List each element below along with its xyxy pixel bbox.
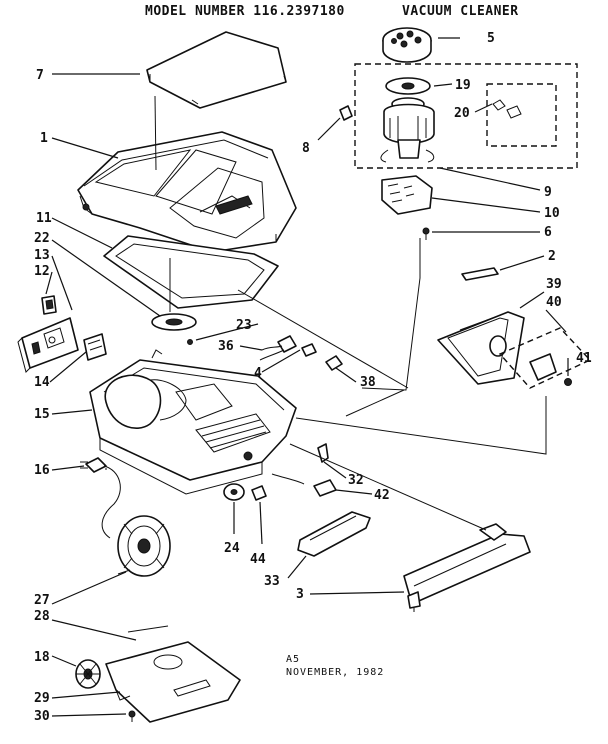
- label-part-24: 24: [224, 541, 240, 556]
- part-10-housing: [381, 175, 433, 215]
- part-14-relay: [83, 333, 107, 361]
- part-1-top-housing: [77, 131, 297, 253]
- part-20-brushes: [492, 99, 522, 119]
- label-part-10: 10: [544, 206, 560, 221]
- part-20-box: [486, 83, 557, 147]
- label-part-20: 20: [454, 106, 470, 121]
- label-part-4: 4: [254, 366, 262, 381]
- label-part-5: 5: [487, 31, 495, 46]
- label-part-9: 9: [544, 185, 552, 200]
- part-36-wire-harness: [259, 335, 317, 361]
- part-40-box: [498, 327, 592, 389]
- part-18-wheel: [75, 659, 101, 689]
- part-22-control-board: [17, 317, 79, 373]
- label-part-18: 18: [34, 650, 50, 665]
- label-part-1: 1: [40, 131, 48, 146]
- part-23-bearing-plate: [151, 313, 197, 345]
- label-part-42: 42: [374, 488, 390, 503]
- part-7-lid: [146, 31, 287, 109]
- part-19-motor: [380, 77, 435, 163]
- part-33-grip: [297, 511, 371, 557]
- label-part-6: 6: [544, 225, 552, 240]
- label-part-15: 15: [34, 407, 50, 422]
- part-2-bar: [461, 267, 499, 281]
- part-28-axle: [127, 625, 169, 633]
- part-12-switch: [41, 295, 57, 315]
- label-part-32: 32: [348, 473, 364, 488]
- label-part-22: 22: [34, 231, 50, 246]
- label-part-29: 29: [34, 691, 50, 706]
- label-part-36: 36: [218, 339, 234, 354]
- part-39-adapter: [437, 311, 525, 385]
- label-part-44: 44: [250, 552, 266, 567]
- part-44-button: [251, 485, 267, 501]
- label-part-13: 13: [34, 248, 50, 263]
- product-title: VACUUM CLEANER: [402, 4, 519, 19]
- footer-code: A5: [286, 654, 301, 665]
- part-5-filter-cap: [382, 27, 432, 63]
- part-number-labels: 5 7 19 20 1 8 9 10 6 11 2 22 13 12 39 40…: [34, 31, 592, 724]
- part-41-clip: [529, 353, 572, 386]
- label-part-2: 2: [548, 249, 556, 264]
- leader-lines: [45, 37, 569, 717]
- part-15-base: [89, 349, 297, 495]
- label-part-14: 14: [34, 375, 50, 390]
- model-number-title: MODEL NUMBER 116.2397180: [145, 4, 345, 19]
- part-38-clip: [325, 355, 343, 371]
- part-24-knob: [223, 483, 245, 501]
- label-part-38: 38: [360, 375, 376, 390]
- label-part-19: 19: [455, 78, 471, 93]
- part-27-cord-reel: [117, 515, 171, 577]
- label-part-11: 11: [36, 211, 52, 226]
- label-part-30: 30: [34, 709, 50, 724]
- label-part-12: 12: [34, 264, 50, 279]
- label-part-3: 3: [296, 587, 304, 602]
- label-part-28: 28: [34, 609, 50, 624]
- part-32-spring: [317, 443, 329, 463]
- label-part-7: 7: [36, 68, 44, 83]
- part-3-bail-handle: [403, 523, 531, 612]
- part-6-screw: [422, 227, 430, 240]
- label-part-40: 40: [546, 295, 562, 310]
- label-part-16: 16: [34, 463, 50, 478]
- label-part-39: 39: [546, 277, 562, 292]
- part-8-plug: [339, 105, 353, 121]
- label-part-41: 41: [576, 351, 592, 366]
- label-part-8: 8: [302, 141, 310, 156]
- part-16-cord-plug: [80, 457, 121, 539]
- part-11-gasket: [103, 235, 279, 309]
- label-part-23: 23: [236, 318, 252, 333]
- motor-assembly-box: [354, 63, 578, 169]
- part-29-bottom-plate: [105, 641, 241, 723]
- label-part-27: 27: [34, 593, 50, 608]
- part-30-screw: [128, 710, 136, 722]
- footer-date: NOVEMBER, 1982: [286, 667, 385, 678]
- label-part-33: 33: [264, 574, 280, 589]
- part-42-switch: [271, 473, 337, 497]
